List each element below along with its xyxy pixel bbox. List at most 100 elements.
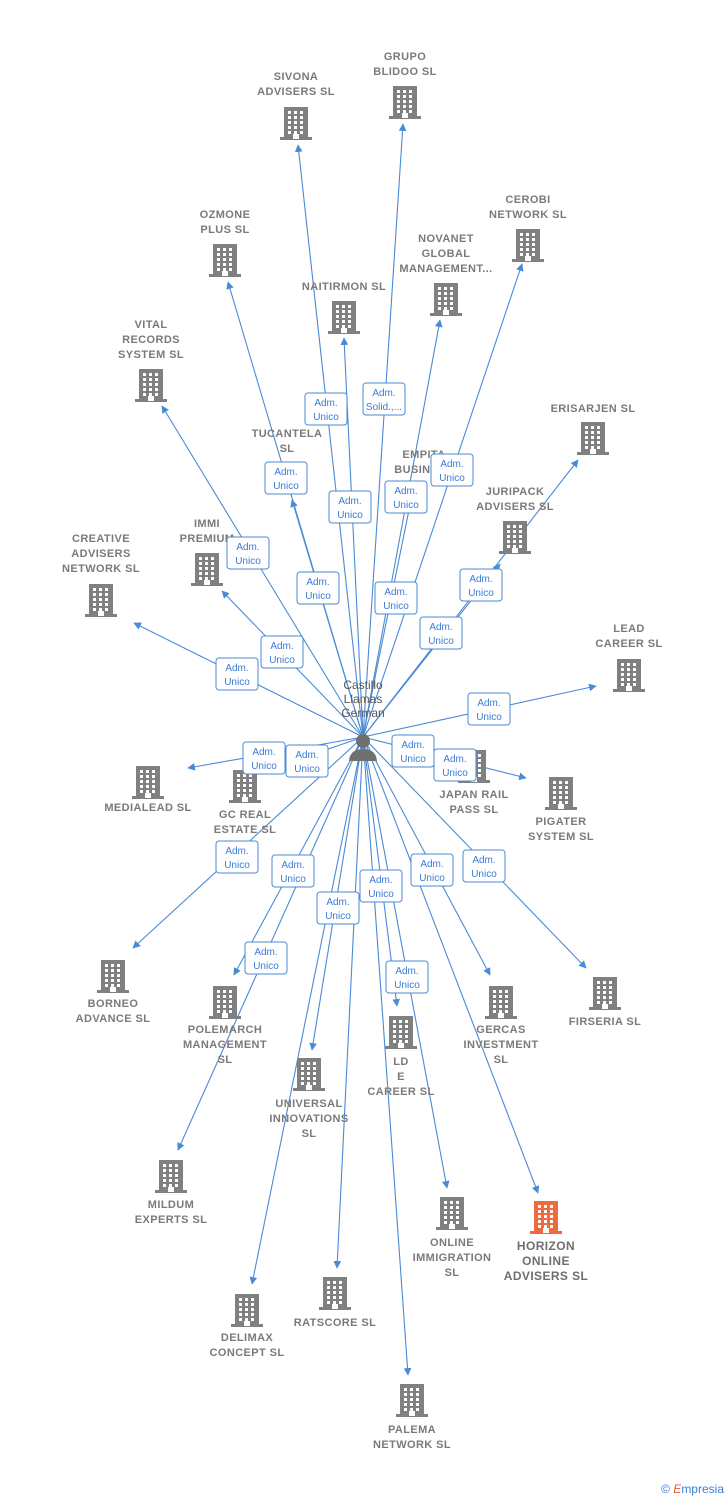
relation-label[interactable]: Adm.Unico bbox=[462, 849, 506, 883]
company-node-medialead[interactable]: MEDIALEAD SL bbox=[104, 766, 191, 814]
company-label-japan-rail: PASS SL bbox=[449, 804, 498, 816]
building-icon bbox=[499, 521, 531, 554]
person-name: Llamas bbox=[344, 692, 383, 706]
relation-label-text: Adm. bbox=[369, 875, 392, 886]
relation-label[interactable]: Adm.Unico bbox=[467, 692, 511, 726]
company-node-firseria[interactable]: FIRSERIA SL bbox=[569, 977, 641, 1028]
building-icon bbox=[97, 960, 129, 993]
company-node-naitirmon[interactable]: NAITIRMON SL bbox=[302, 281, 386, 334]
relation-label[interactable]: Adm.Unico bbox=[328, 490, 372, 524]
relation-label[interactable]: Adm.Unico bbox=[271, 854, 315, 888]
company-node-ratscore[interactable]: RATSCORE SL bbox=[294, 1277, 376, 1329]
company-label-japan-rail: JAPAN RAIL bbox=[439, 789, 508, 801]
company-label-vital: SYSTEM SL bbox=[118, 349, 184, 361]
relation-label-text: Unico bbox=[394, 980, 420, 991]
relation-label[interactable]: Adm.Unico bbox=[359, 869, 403, 903]
relation-label[interactable]: Adm.Unico bbox=[296, 571, 340, 605]
company-label-mildum: EXPERTS SL bbox=[135, 1214, 207, 1226]
relation-label-text: Adm. bbox=[225, 846, 248, 857]
relation-label[interactable]: Adm.Unico bbox=[419, 616, 463, 650]
relation-label[interactable]: Adm.Unico bbox=[433, 748, 477, 782]
relation-label[interactable]: Adm.Unico bbox=[384, 480, 428, 514]
building-icon bbox=[191, 553, 223, 586]
company-label-gercas: SL bbox=[494, 1054, 509, 1066]
company-label-medialead: MEDIALEAD SL bbox=[104, 802, 191, 814]
relation-label[interactable]: Adm. Unico bbox=[316, 891, 360, 925]
company-label-mildum: MILDUM bbox=[148, 1199, 194, 1211]
company-label-palema: PALEMA bbox=[388, 1424, 436, 1436]
edge-sivona bbox=[294, 144, 364, 738]
company-label-polemarch: POLEMARCH bbox=[188, 1024, 263, 1036]
relation-label[interactable]: Adm.Unico bbox=[374, 581, 418, 615]
company-label-gc-real: GC REAL bbox=[219, 809, 271, 821]
edge-ratscore bbox=[333, 736, 364, 1269]
building-icon bbox=[209, 244, 241, 277]
company-node-erisarjen[interactable]: ERISARJEN SL bbox=[551, 403, 636, 455]
relation-label[interactable]: Adm.Unico bbox=[391, 734, 435, 768]
relation-label[interactable]: Adm.Unico bbox=[242, 741, 286, 775]
relation-label[interactable]: Adm.Unico bbox=[264, 461, 308, 495]
company-label-juripack: ADVISERS SL bbox=[476, 501, 554, 513]
relation-label-text: Unico bbox=[273, 481, 299, 492]
company-node-novanet[interactable]: NOVANETGLOBALMANAGEMENT... bbox=[399, 233, 492, 316]
relation-label-text: Adm. bbox=[469, 574, 492, 585]
relation-label[interactable]: Adm.Unico bbox=[385, 960, 429, 994]
relation-label[interactable]: Adm.Unico bbox=[304, 392, 348, 426]
relation-label-text: Adm. bbox=[295, 750, 318, 761]
relation-label-text: Unico bbox=[428, 636, 454, 647]
company-label-palema: NETWORK SL bbox=[373, 1439, 451, 1451]
edge-tucantela bbox=[290, 499, 364, 738]
relation-label[interactable]: Adm.Unico bbox=[459, 568, 503, 602]
company-node-palema[interactable]: PALEMA NETWORK SL bbox=[373, 1384, 451, 1451]
company-node-mildum[interactable]: MILDUM EXPERTS SL bbox=[135, 1160, 207, 1226]
relation-label[interactable]: Adm.Unico bbox=[285, 744, 329, 778]
company-label-polemarch: MANAGEMENT bbox=[183, 1039, 267, 1051]
relation-label-text: Adm. bbox=[326, 897, 349, 908]
relation-label[interactable]: Adm.Unico bbox=[430, 453, 474, 487]
relation-label[interactable]: Adm.Unico bbox=[215, 657, 259, 691]
relation-label[interactable]: Adm.Unico bbox=[260, 635, 304, 669]
relation-label[interactable]: Adm.Unico bbox=[410, 853, 454, 887]
company-label-borneo: BORNEO bbox=[88, 998, 139, 1010]
building-icon bbox=[155, 1160, 187, 1193]
relation-label[interactable]: Adm.Unico bbox=[244, 941, 288, 975]
relation-label-text: Adm. bbox=[338, 496, 361, 507]
building-icon bbox=[485, 986, 517, 1019]
relation-label-text: Adm. bbox=[384, 587, 407, 598]
footer-brand[interactable]: © Empresia bbox=[661, 1482, 724, 1496]
relation-label-text: Unico bbox=[253, 961, 279, 972]
company-label-creative: NETWORK SL bbox=[62, 563, 140, 575]
company-label-ratscore: RATSCORE SL bbox=[294, 1317, 376, 1329]
company-label-universal: UNIVERSAL bbox=[275, 1098, 342, 1110]
relation-label-text: Unico bbox=[325, 911, 351, 922]
relation-label[interactable]: Adm.Unico bbox=[215, 840, 259, 874]
company-label-world-career: CAREER SL bbox=[367, 1086, 434, 1098]
relation-label[interactable]: Adm.Solid.,... bbox=[362, 382, 406, 416]
company-label-delimax: CONCEPT SL bbox=[210, 1347, 285, 1359]
relation-label-text: Unico bbox=[251, 761, 277, 772]
relation-label[interactable]: Adm.Unico bbox=[226, 536, 270, 570]
relation-label-text: Unico bbox=[305, 591, 331, 602]
